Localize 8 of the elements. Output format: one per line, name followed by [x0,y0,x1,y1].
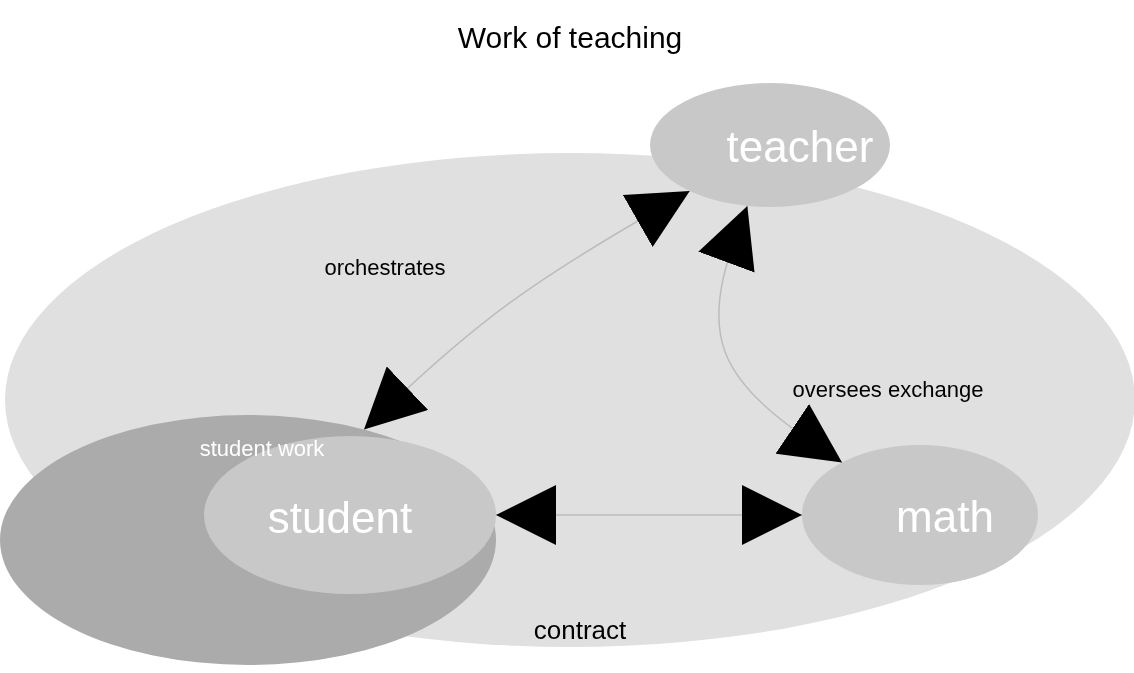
diagram-title: Work of teaching [457,21,683,55]
relation-label: contract [533,615,627,645]
arrow [363,190,691,431]
arrow [495,485,803,545]
relation-label: orchestrates [324,255,446,281]
relation-label: oversees exchange [792,377,984,403]
node-label: student work [199,436,325,462]
arrow [698,205,843,464]
